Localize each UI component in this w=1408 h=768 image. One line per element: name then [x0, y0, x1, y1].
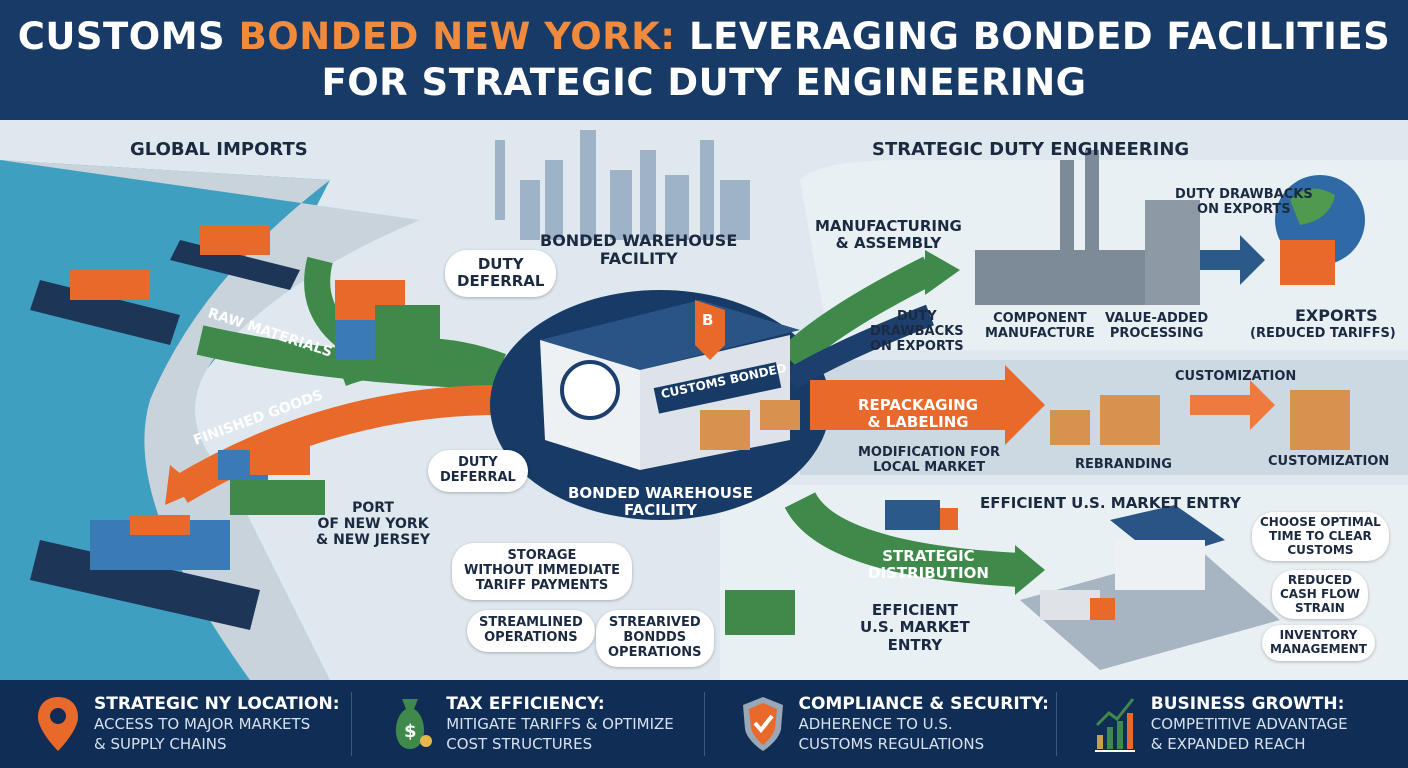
efficient-entry-label: EFFICIENT U.S. MARKET ENTRY	[860, 601, 970, 654]
benefit-title: STRATEGIC NY LOCATION:	[94, 694, 340, 714]
benefit-tax: $ TAX EFFICIENCY:MITIGATE TARIFFS & OPTI…	[352, 692, 705, 756]
distribution-center-icon	[725, 500, 1280, 670]
manufacturing-arrow	[779, 256, 937, 371]
port-label: PORT OF NEW YORK & NEW JERSEY	[316, 500, 431, 549]
growth-chart-icon	[1094, 698, 1135, 752]
duty-deferral-badge-small: DUTY DEFERRAL	[428, 450, 528, 492]
strategic-distribution-label: STRATEGIC DISTRIBUTION	[868, 547, 989, 583]
strearived-badge: STREARIVED BONDDS OPERATIONS	[596, 610, 714, 667]
boxes-icon	[1050, 390, 1350, 450]
bonded-badge: B	[702, 311, 714, 329]
svg-text:$: $	[404, 721, 417, 742]
modification-label: MODIFICATION FOR LOCAL MARKET	[858, 445, 1001, 475]
benefit-title: COMPLIANCE & SECURITY:	[798, 694, 1049, 714]
benefit-line: & SUPPLY CHAINS	[94, 735, 227, 753]
footer-benefits: STRATEGIC NY LOCATION:ACCESS TO MAJOR MA…	[0, 680, 1408, 768]
market-entry-title: EFFICIENT U.S. MARKET ENTRY	[980, 494, 1241, 512]
title-text: CUSTOMS	[17, 15, 239, 58]
benefit-growth: BUSINESS GROWTH:COMPETITIVE ADVANTAGE & E…	[1057, 692, 1408, 756]
background-illustration	[0, 120, 1408, 680]
benefit-line: ACCESS TO MAJOR MARKETS	[94, 715, 311, 733]
benefit-line: COMPETITIVE ADVANTAGE	[1150, 715, 1348, 733]
inventory-badge: INVENTORY MANAGEMENT	[1262, 625, 1375, 661]
repackaging-label: REPACKAGING & LABELING	[858, 396, 979, 432]
cash-flow-badge: REDUCED CASH FLOW STRAIN	[1272, 570, 1368, 620]
choose-time-badge: CHOOSE OPTIMAL TIME TO CLEAR CUSTOMS	[1252, 512, 1389, 562]
title-line2: FOR STRATEGIC DUTY ENGINEERING	[321, 61, 1087, 104]
section-title-strategic: STRATEGIC DUTY ENGINEERING	[872, 139, 1190, 160]
section-title-global-imports: GLOBAL IMPORTS	[130, 139, 308, 160]
rebranding-label: REBRANDING	[1075, 457, 1172, 472]
cash-icon	[725, 590, 795, 635]
benefit-title: BUSINESS GROWTH:	[1150, 694, 1345, 714]
distribution-arrow	[784, 491, 1021, 587]
streamlined-badge: STREAMLINED OPERATIONS	[467, 610, 595, 652]
benefit-line: & EXPANDED REACH	[1150, 735, 1306, 753]
value-added-label: VALUE-ADDED PROCESSING	[1105, 311, 1209, 341]
factory-icon	[975, 150, 1200, 305]
shipping-containers-icon	[218, 280, 440, 515]
warehouse-icon	[540, 300, 800, 470]
duty-drawbacks-top: DUTY DRAWBACKS ON EXPORTS	[1175, 187, 1313, 217]
title-accent: BONDED NEW YORK:	[238, 15, 676, 58]
benefit-line: CUSTOMS REGULATIONS	[798, 735, 985, 753]
skyline-icon	[495, 130, 750, 240]
infographic-body: GLOBAL IMPORTS STRATEGIC DUTY ENGINEERIN…	[0, 120, 1408, 680]
money-bag-icon: $	[396, 699, 433, 749]
benefit-line: COST STRUCTURES	[446, 735, 593, 753]
benefit-line: ADHERENCE TO U.S.	[798, 715, 953, 733]
component-manufacture-label: COMPONENT MANUFACTURE	[985, 311, 1095, 341]
exports-label: EXPORTS	[1295, 306, 1378, 325]
raw-materials-arrow	[196, 325, 521, 390]
cargo-ship-icon	[30, 225, 300, 630]
shield-check-icon	[742, 697, 783, 751]
customization-top-label: CUSTOMIZATION	[1175, 369, 1297, 384]
storage-badge: STORAGE WITHOUT IMMEDIATE TARIFF PAYMENT…	[452, 543, 632, 600]
customization-bottom-label: CUSTOMIZATION	[1268, 454, 1390, 469]
title-text: LEVERAGING BONDED FACILITIES	[675, 15, 1391, 58]
repackaging-arrow	[810, 380, 1010, 430]
facility-title-top: BONDED WAREHOUSE FACILITY	[540, 231, 738, 269]
duty-drawbacks-left: DUTY DRAWBACKS ON EXPORTS	[870, 309, 964, 354]
exports-sub-label: (REDUCED TARIFFS)	[1250, 326, 1396, 341]
page-title: CUSTOMS BONDED NEW YORK: LEVERAGING BOND…	[0, 0, 1408, 120]
facility-title-bottom: BONDED WAREHOUSE FACILITY	[568, 484, 753, 520]
benefit-line: MITIGATE TARIFFS & OPTIMIZE	[446, 715, 674, 733]
benefit-location: STRATEGIC NY LOCATION:ACCESS TO MAJOR MA…	[0, 692, 353, 756]
benefit-title: TAX EFFICIENCY:	[446, 694, 605, 714]
manufacturing-label: MANUFACTURING & ASSEMBLY	[815, 217, 962, 253]
map-pin-icon	[38, 697, 78, 751]
duty-deferral-badge: DUTY DEFERRAL	[445, 250, 557, 297]
benefit-compliance: COMPLIANCE & SECURITY:ADHERENCE TO U.S. C…	[705, 692, 1057, 756]
